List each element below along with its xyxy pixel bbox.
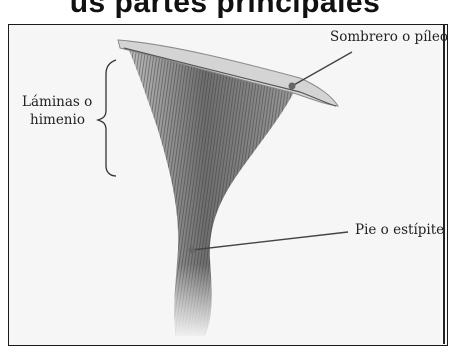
cap-label: Sombrero o píleo (330, 29, 448, 45)
stem-leader-dot (189, 247, 196, 254)
gills-label-line2: himenio (30, 112, 85, 128)
gills-label-line1: Láminas o (22, 94, 92, 110)
cap-leader-line (292, 52, 352, 86)
stem-leader-line (192, 232, 348, 250)
gills-bracket (98, 60, 116, 176)
stem-label: Pie o estípite (355, 222, 444, 238)
mushroom-body (128, 48, 298, 336)
cap-leader-dot (289, 83, 296, 90)
